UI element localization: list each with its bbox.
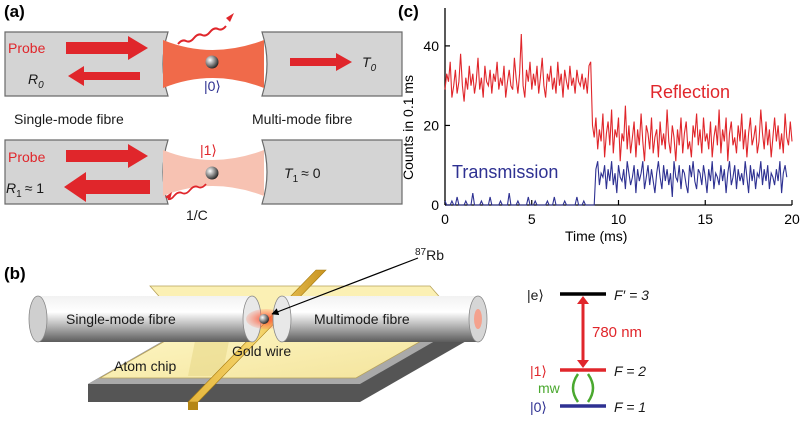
rb-atom xyxy=(259,314,269,324)
e-level-label: F′ = 3 xyxy=(614,287,649,303)
chart: 0 5 10 15 20 0 20 40 Time (ms) Counts in 0.1 m… xyxy=(400,8,800,244)
panel-a: (a) |0⟩ Probe R0 T0 Single-mode fibre Mu… xyxy=(4,2,403,223)
series-group xyxy=(444,33,793,206)
scattered-photon-top xyxy=(177,25,227,45)
state-0-label-top: |0⟩ xyxy=(204,78,221,94)
single-mode-fibre-label: Single-mode fibre xyxy=(14,111,124,127)
x-tick-label: 5 xyxy=(528,211,536,227)
x-tick-label: 0 xyxy=(441,211,449,227)
rb-pointer xyxy=(271,257,419,316)
panel-b-label: (b) xyxy=(4,264,26,283)
probe-arrow-top xyxy=(66,36,148,60)
atom-bottom xyxy=(205,166,219,180)
optical-transition-head-down xyxy=(577,360,589,368)
probe-label-top: Probe xyxy=(8,40,46,56)
panel-c-label: (c) xyxy=(398,2,419,21)
probe-arrow-bottom xyxy=(66,144,148,168)
multimode-fibre-3d-label: Multimode fibre xyxy=(314,311,410,327)
gold-wire-end xyxy=(188,402,198,410)
t0-label: T0 xyxy=(362,54,377,74)
reflection-arrow-top xyxy=(68,66,140,86)
one-over-c-label: 1/C xyxy=(186,207,208,223)
y-ticks: 0 20 40 xyxy=(423,38,450,213)
scattered-photon-bottom xyxy=(167,183,207,201)
series-line-reflection xyxy=(444,33,793,162)
mw-arrow-right xyxy=(586,373,595,403)
x-tick-label: 15 xyxy=(697,211,713,227)
single-mode-fibre-3d-label: Single-mode fibre xyxy=(66,311,176,327)
y-axis-label: Counts in 0.1 ms xyxy=(400,75,416,180)
single-mode-fibre-end xyxy=(28,295,48,343)
panel-a-label: (a) xyxy=(4,2,25,21)
multimode-fibre-core xyxy=(474,309,482,329)
series-line-transmission xyxy=(444,161,788,206)
mw-label: mw xyxy=(538,380,561,396)
x-axis-label: Time (ms) xyxy=(565,228,627,244)
one-state-label: |1⟩ xyxy=(530,363,547,379)
single-mode-fibre-cylinder xyxy=(38,296,252,342)
multimode-fibre-cylinder xyxy=(282,296,478,342)
scattered-photon-head-top xyxy=(226,13,234,22)
multimode-fibre-tip xyxy=(272,295,292,343)
x-tick-label: 20 xyxy=(784,211,800,227)
transition-label: 780 nm xyxy=(592,324,642,341)
optical-transition-head-up xyxy=(577,296,589,304)
r0-label: R0 xyxy=(28,71,44,91)
y-tick-label: 0 xyxy=(431,197,439,213)
reflection-annotation: Reflection xyxy=(650,82,730,102)
x-tick-label: 10 xyxy=(611,211,627,227)
mw-arrow-left xyxy=(571,373,580,403)
y-tick-label: 40 xyxy=(423,38,439,54)
multi-mode-fibre-bottom xyxy=(261,139,403,205)
panel-c: (c) 0 5 10 15 20 0 20 40 Time (ms) Counts in 0… xyxy=(398,2,800,244)
e-state-label: |e⟩ xyxy=(527,287,544,303)
transmission-arrow-top xyxy=(290,53,352,71)
t1-label: T1≈ 0 xyxy=(284,165,321,185)
state-1-label-bottom: |1⟩ xyxy=(200,142,217,158)
atom-chip-label: Atom chip xyxy=(114,358,176,374)
reflection-arrow-bottom xyxy=(64,172,150,202)
level-diagram: |e⟩ F′ = 3 780 nm |1⟩ F = 2 mw |0⟩ F = 1 xyxy=(527,287,649,415)
scattered-photon-head-bottom xyxy=(165,192,172,200)
y-tick-label: 20 xyxy=(423,117,439,133)
panel-b: (b) Single-mode fibre Multimode fibre At… xyxy=(4,247,488,410)
transmission-annotation: Transmission xyxy=(452,162,558,182)
zero-level-label: F = 1 xyxy=(614,399,646,415)
gold-wire-label: Gold wire xyxy=(232,343,291,359)
r1-label: R1≈ 1 xyxy=(6,180,44,200)
x-ticks: 0 5 10 15 20 xyxy=(441,200,800,227)
multi-mode-fibre-label: Multi-mode fibre xyxy=(252,111,353,127)
rb-label: 87Rb xyxy=(415,247,444,263)
one-level-label: F = 2 xyxy=(614,363,646,379)
zero-state-label: |0⟩ xyxy=(530,399,547,415)
atom-top xyxy=(205,55,219,69)
probe-label-bottom: Probe xyxy=(8,149,46,165)
